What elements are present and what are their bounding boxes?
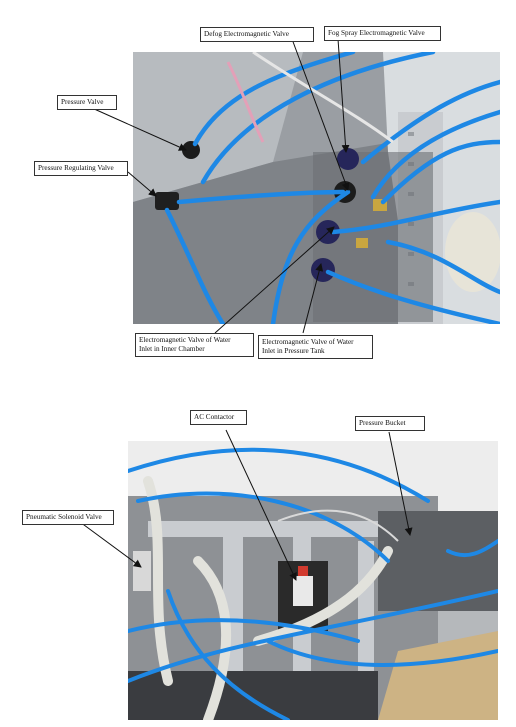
label-pressure-bucket: Pressure Bucket	[355, 416, 425, 431]
top-photo	[133, 52, 500, 324]
label-pressure-tank-valve: Electromagnetic Valve of Water Inlet in …	[258, 335, 373, 359]
label-inner-chamber-valve: Electromagnetic Valve of Water Inlet in …	[135, 333, 254, 357]
bottom-photo	[128, 441, 498, 720]
label-pneumatic-solenoid-valve: Pneumatic Solenoid Valve	[22, 510, 114, 525]
label-pressure-regulating-valve: Pressure Regulating Valve	[34, 161, 128, 176]
label-pressure-valve: Pressure Valve	[57, 95, 117, 110]
label-ac-contactor: AC Contactor	[190, 410, 247, 425]
label-fog-spray-valve: Fog Spray Electromagnetic Valve	[324, 26, 441, 41]
label-defog-valve: Defog Electromagnetic Valve	[200, 27, 314, 42]
